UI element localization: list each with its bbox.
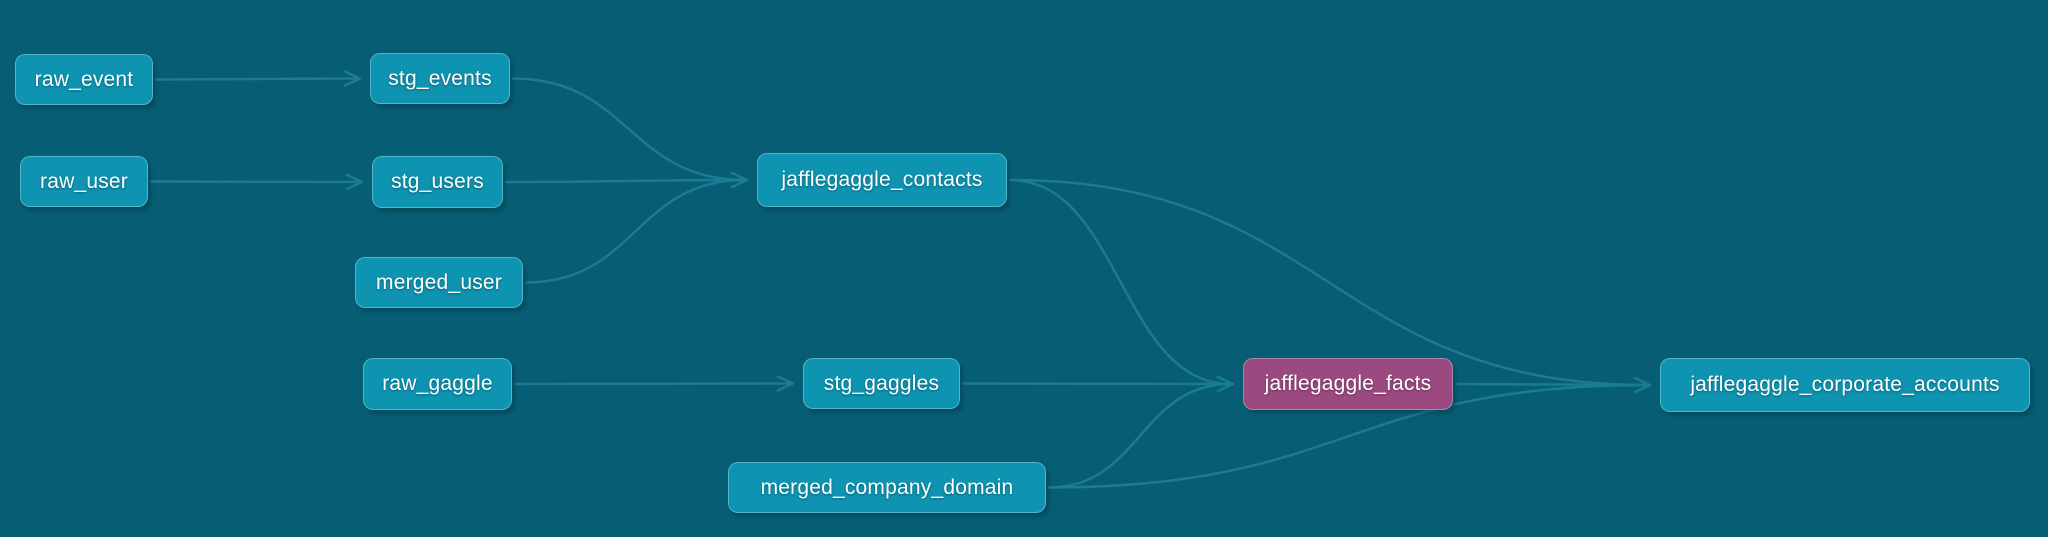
node-label: stg_events	[388, 66, 492, 90]
edge-raw_gaggle-to-stg_gaggles	[513, 382, 793, 386]
lineage-node-merged_user[interactable]: merged_user	[355, 257, 523, 308]
edge-merged_company_domain-to-jafflegaggle_facts	[1047, 382, 1233, 489]
edge-stg_users-to-jafflegaggle_contacts	[504, 178, 747, 184]
arrowhead-icon-stg_events	[343, 70, 362, 87]
edge-jafflegaggle_contacts-to-jafflegaggle_facts	[1008, 178, 1233, 386]
lineage-node-jafflegaggle_facts[interactable]: jafflegaggle_facts	[1243, 358, 1453, 410]
node-label: raw_event	[34, 67, 134, 91]
lineage-node-merged_company_domain[interactable]: merged_company_domain	[728, 462, 1046, 513]
node-label: raw_gaggle	[382, 372, 493, 395]
node-label: raw_user	[40, 169, 128, 193]
lineage-node-raw_user[interactable]: raw_user	[20, 156, 148, 207]
node-label: jafflegaggle_corporate_accounts	[1690, 373, 2000, 396]
lineage-node-stg_gaggles[interactable]: stg_gaggles	[803, 358, 960, 409]
edge-stg_gaggles-to-jafflegaggle_facts	[961, 382, 1233, 386]
arrowhead-icon-jafflegaggle_facts	[1216, 375, 1235, 393]
lineage-node-jafflegaggle_corporate_accounts[interactable]: jafflegaggle_corporate_accounts	[1660, 358, 2030, 412]
edge-raw_user-to-stg_users	[149, 180, 362, 184]
node-label: merged_user	[376, 270, 502, 294]
node-label: stg_users	[391, 170, 484, 193]
lineage-node-stg_events[interactable]: stg_events	[370, 53, 510, 104]
lineage-node-jafflegaggle_contacts[interactable]: jafflegaggle_contacts	[757, 153, 1007, 207]
bottom-strip	[0, 537, 2048, 542]
node-label: merged_company_domain	[760, 475, 1014, 499]
node-label: jafflegaggle_contacts	[781, 168, 983, 191]
arrowhead-icon-jafflegaggle_contacts	[730, 171, 749, 189]
arrowhead-icon-jafflegaggle_corporate_accounts	[1633, 376, 1652, 394]
arrowhead-icon-stg_gaggles	[776, 375, 795, 392]
node-label: stg_gaggles	[823, 371, 940, 395]
lineage-node-raw_gaggle[interactable]: raw_gaggle	[363, 358, 512, 410]
lineage-node-stg_users[interactable]: stg_users	[372, 156, 503, 208]
edge-merged_user-to-jafflegaggle_contacts	[524, 178, 747, 284]
node-label: jafflegaggle_facts	[1264, 372, 1432, 395]
lineage-node-raw_event[interactable]: raw_event	[15, 54, 153, 105]
edge-merged_company_domain-to-jafflegaggle_corporate_accounts	[1047, 383, 1650, 489]
edge-stg_events-to-jafflegaggle_contacts	[511, 77, 747, 182]
edge-jafflegaggle_contacts-to-jafflegaggle_corporate_accounts	[1008, 178, 1650, 387]
edge-raw_event-to-stg_events	[154, 77, 360, 81]
arrowhead-icon-stg_users	[345, 173, 364, 191]
